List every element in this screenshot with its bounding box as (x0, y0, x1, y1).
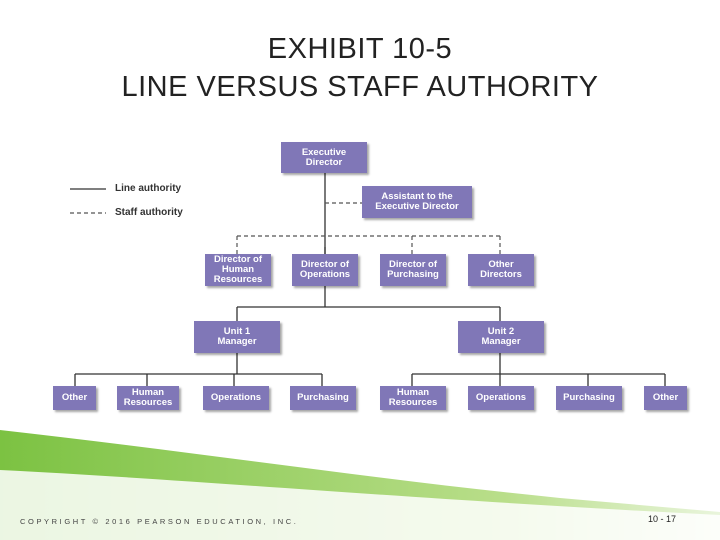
title-line-2: LINE VERSUS STAFF AUTHORITY (121, 71, 599, 103)
slide-title: EXHIBIT 10-5 LINE VERSUS STAFF AUTHORITY (0, 30, 720, 106)
org-chart-panel (10, 128, 718, 428)
executive-director-box: Executive Director (281, 142, 367, 173)
copyright-footer: COPYRIGHT © 2016 PEARSON EDUCATION, INC. (20, 517, 299, 526)
unit-1-human-resources-box: Human Resources (117, 386, 179, 410)
unit-1-other-box: Other (53, 386, 96, 410)
unit-2-human-resources-box: Human Resources (380, 386, 446, 410)
title-line-1: EXHIBIT 10-5 (267, 33, 453, 65)
unit-2-operations-box: Operations (468, 386, 534, 410)
legend-staff-authority: Staff authority (115, 207, 183, 218)
director-human-resources-box: Director of Human Resources (205, 254, 271, 286)
director-purchasing-box: Director of Purchasing (380, 254, 446, 286)
unit-1-purchasing-box: Purchasing (290, 386, 356, 410)
other-directors-box: Other Directors (468, 254, 534, 286)
unit-2-purchasing-box: Purchasing (556, 386, 622, 410)
legend-line-authority: Line authority (115, 183, 182, 194)
page-number: 10 - 17 (648, 514, 677, 524)
unit-1-manager-box: Unit 1 Manager (194, 321, 280, 353)
assistant-to-executive-director-box: Assistant to the Executive Director (362, 186, 472, 218)
unit-2-other-box: Other (644, 386, 687, 410)
unit-1-operations-box: Operations (203, 386, 269, 410)
unit-2-manager-box: Unit 2 Manager (458, 321, 544, 353)
director-operations-box: Director of Operations (292, 254, 358, 286)
